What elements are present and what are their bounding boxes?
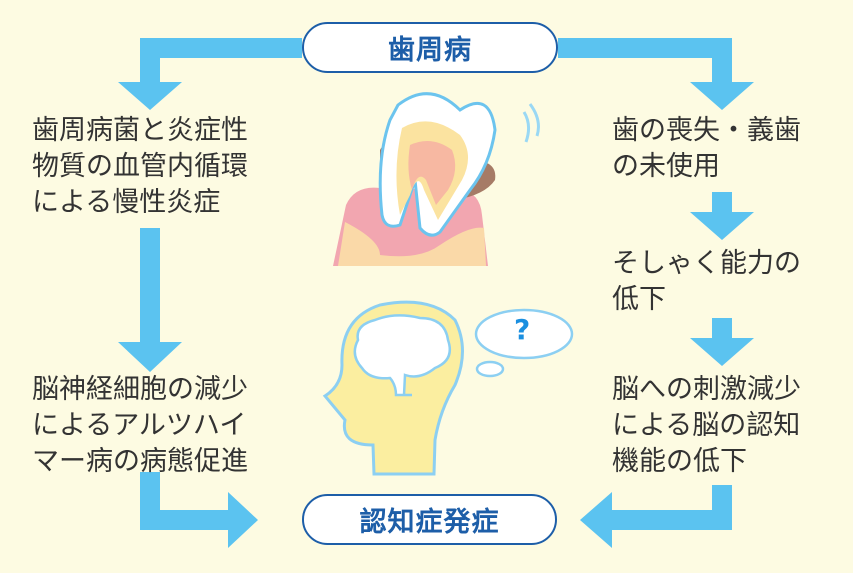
text-line: の未使用	[612, 151, 720, 182]
left-step2-text: 脳神経細胞の減少 によるアルツハイ マー病の病態促進	[32, 372, 248, 480]
bottom-box-dementia-onset: 認知症発症	[302, 494, 557, 545]
right-step2-text: そしゃく能力の 低下	[612, 246, 801, 318]
text-line: 脳への刺激減少	[612, 374, 801, 405]
top-box-periodontal-disease: 歯周病	[302, 22, 558, 73]
arrow-left-middle	[118, 228, 182, 372]
text-line: 低下	[612, 284, 666, 315]
text-line: 歯周病菌と炎症性	[32, 115, 248, 146]
arrow-left-bottom	[140, 472, 258, 548]
question-mark-icon: ?	[514, 313, 531, 346]
left-step1-text: 歯周病菌と炎症性 物質の血管内循環 による慢性炎症	[32, 113, 248, 221]
text-line: 脳神経細胞の減少	[32, 374, 248, 405]
text-line: そしゃく能力の	[612, 248, 801, 279]
arrow-top-right	[558, 38, 754, 110]
text-line: 機能の低下	[612, 446, 747, 477]
right-step1-text: 歯の喪失・義歯 の未使用	[612, 113, 801, 185]
head-illustration	[322, 300, 574, 476]
right-step3-text: 脳への刺激減少 による脳の認知 機能の低下	[612, 372, 801, 480]
text-line: マー病の病態促進	[32, 446, 248, 477]
text-line: による慢性炎症	[32, 187, 221, 218]
text-line: による脳の認知	[612, 410, 801, 441]
text-line: 物質の血管内循環	[32, 151, 248, 182]
arrow-right-bottom	[580, 485, 732, 548]
arrow-top-left	[118, 38, 302, 110]
arrow-right-2	[690, 318, 754, 366]
arrow-right-1	[690, 192, 754, 240]
text-line: によるアルツハイ	[32, 410, 247, 441]
tooth-illustration	[333, 92, 540, 266]
text-line: 歯の喪失・義歯	[612, 115, 801, 146]
